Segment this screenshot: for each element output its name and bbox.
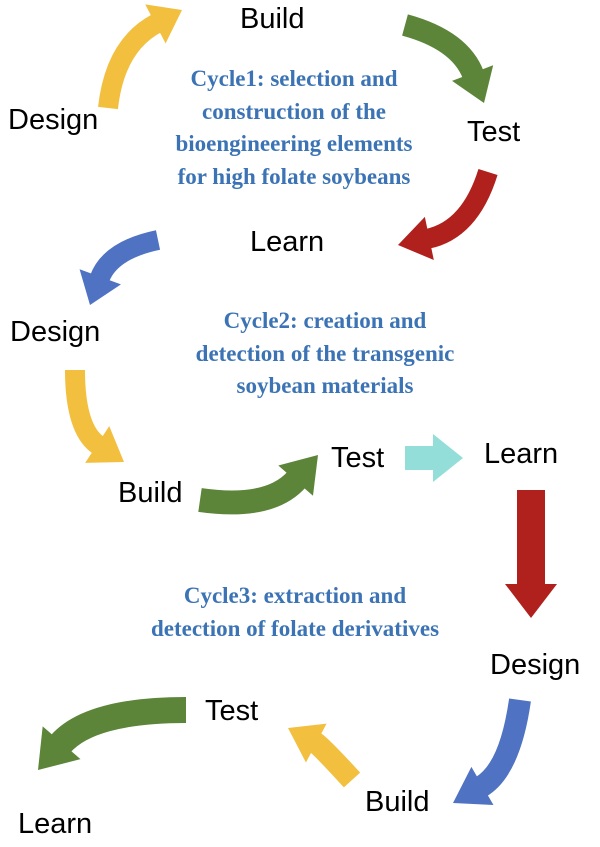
cycle1-test-label: Test <box>467 116 521 148</box>
arrow-head <box>453 766 494 806</box>
arrow-learn-to-design-2 <box>505 490 557 618</box>
arrow-shaft <box>474 698 531 797</box>
cycle3-title-line: Cycle3: extraction and <box>183 583 407 608</box>
arrow-shaft <box>65 369 106 454</box>
cycle2-title-line: soybean materials <box>236 373 414 398</box>
cycle2-test-label: Test <box>331 442 385 474</box>
arrow-test-to-learn-1 <box>398 168 498 261</box>
arrow-shaft <box>90 230 161 283</box>
cycle2-title: Cycle2: creation and detection of the tr… <box>196 305 455 403</box>
arrow-shaft <box>401 14 484 80</box>
cycle1-title-line: for high folate soybeans <box>177 163 411 189</box>
cycle3-learn-label: Learn <box>18 808 93 840</box>
arrow-build-to-test-2 <box>198 455 318 515</box>
cycle2-title-line: detection of the transgenic <box>195 340 455 366</box>
cycle2-title-line: Cycle2: creation and <box>223 308 427 333</box>
arrow-shaft <box>424 168 498 249</box>
arrow-build-to-test-1 <box>401 14 494 103</box>
cycle2-learn-label: Learn <box>484 438 559 470</box>
arrow-shaft <box>198 470 306 515</box>
arrow-shaft <box>50 697 187 754</box>
arrow-head <box>79 269 121 305</box>
arrow-design-to-build-2 <box>65 369 124 463</box>
cycle1-learn-label: Learn <box>250 226 325 258</box>
arrow-head <box>288 723 327 763</box>
arrow-head <box>398 216 434 261</box>
arrow-build-to-test-3 <box>288 723 361 788</box>
arrow-design-to-build-1 <box>98 4 182 110</box>
cycle1-title-line: construction of the <box>202 98 386 124</box>
arrow-test-to-learn-3 <box>38 697 187 770</box>
arrow-shaft <box>308 732 361 788</box>
cycle1-title-line: Cycle1: selection and <box>190 66 398 91</box>
cycle1-title-line: bioengineering elements <box>175 131 413 156</box>
cycle1-design-label: Design <box>8 104 99 136</box>
cycle3-title: Cycle3: extraction and detection of fola… <box>151 580 439 645</box>
arrow-head <box>452 65 494 103</box>
arrow-head <box>278 455 318 496</box>
arrow-head <box>145 4 182 44</box>
arrow-head <box>38 726 81 770</box>
cycle1-title: Cycle1: selection and construction of th… <box>176 63 413 193</box>
arrow-head <box>433 434 463 482</box>
cycle3-test-label: Test <box>205 695 259 727</box>
cycle2-build-label: Build <box>118 477 183 509</box>
arrow-head <box>505 584 557 618</box>
cycle2-design-label: Design <box>10 316 101 348</box>
cycle3-design-label: Design <box>490 649 581 681</box>
cycle1-build-label: Build <box>240 3 305 35</box>
arrow-test-to-learn-2 <box>404 434 463 482</box>
arrow-shaft <box>98 14 163 110</box>
cycle3-title-line: detection of folate derivatives <box>150 615 440 641</box>
arrow-design-to-build-3 <box>453 698 531 806</box>
cycle3-build-label: Build <box>365 786 430 818</box>
arrow-head <box>85 426 124 463</box>
arrow-learn-to-design-1 <box>79 230 161 305</box>
